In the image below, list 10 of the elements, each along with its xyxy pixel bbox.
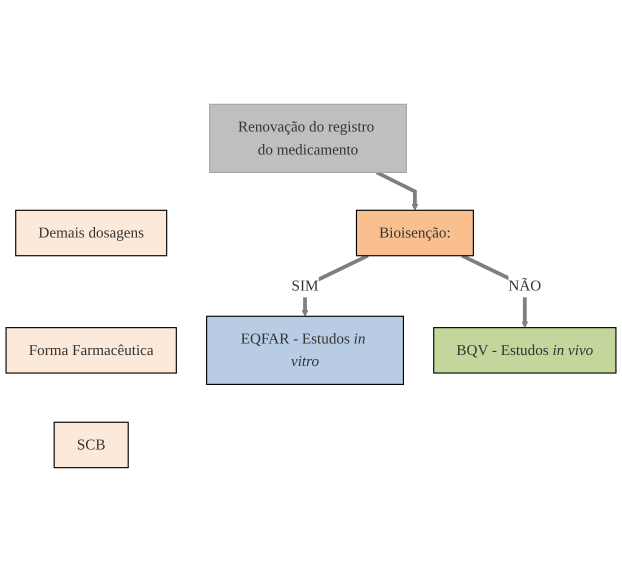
node-box: SCB [54,422,129,468]
node-box: Bioisenção: [356,210,474,256]
edge-label: NÃO [508,278,542,294]
node-box: Forma Farmacêutica [5,327,177,374]
edge-label: SIM [292,278,318,294]
node-box: EQFAR - Estudos in vitro [206,316,404,385]
node-box: BQV - Estudos in vivo [433,327,617,374]
arrow [376,170,418,211]
node-box: Renovação do registro do medicamento [209,104,407,174]
node-box: Demais dosagens [15,210,168,256]
